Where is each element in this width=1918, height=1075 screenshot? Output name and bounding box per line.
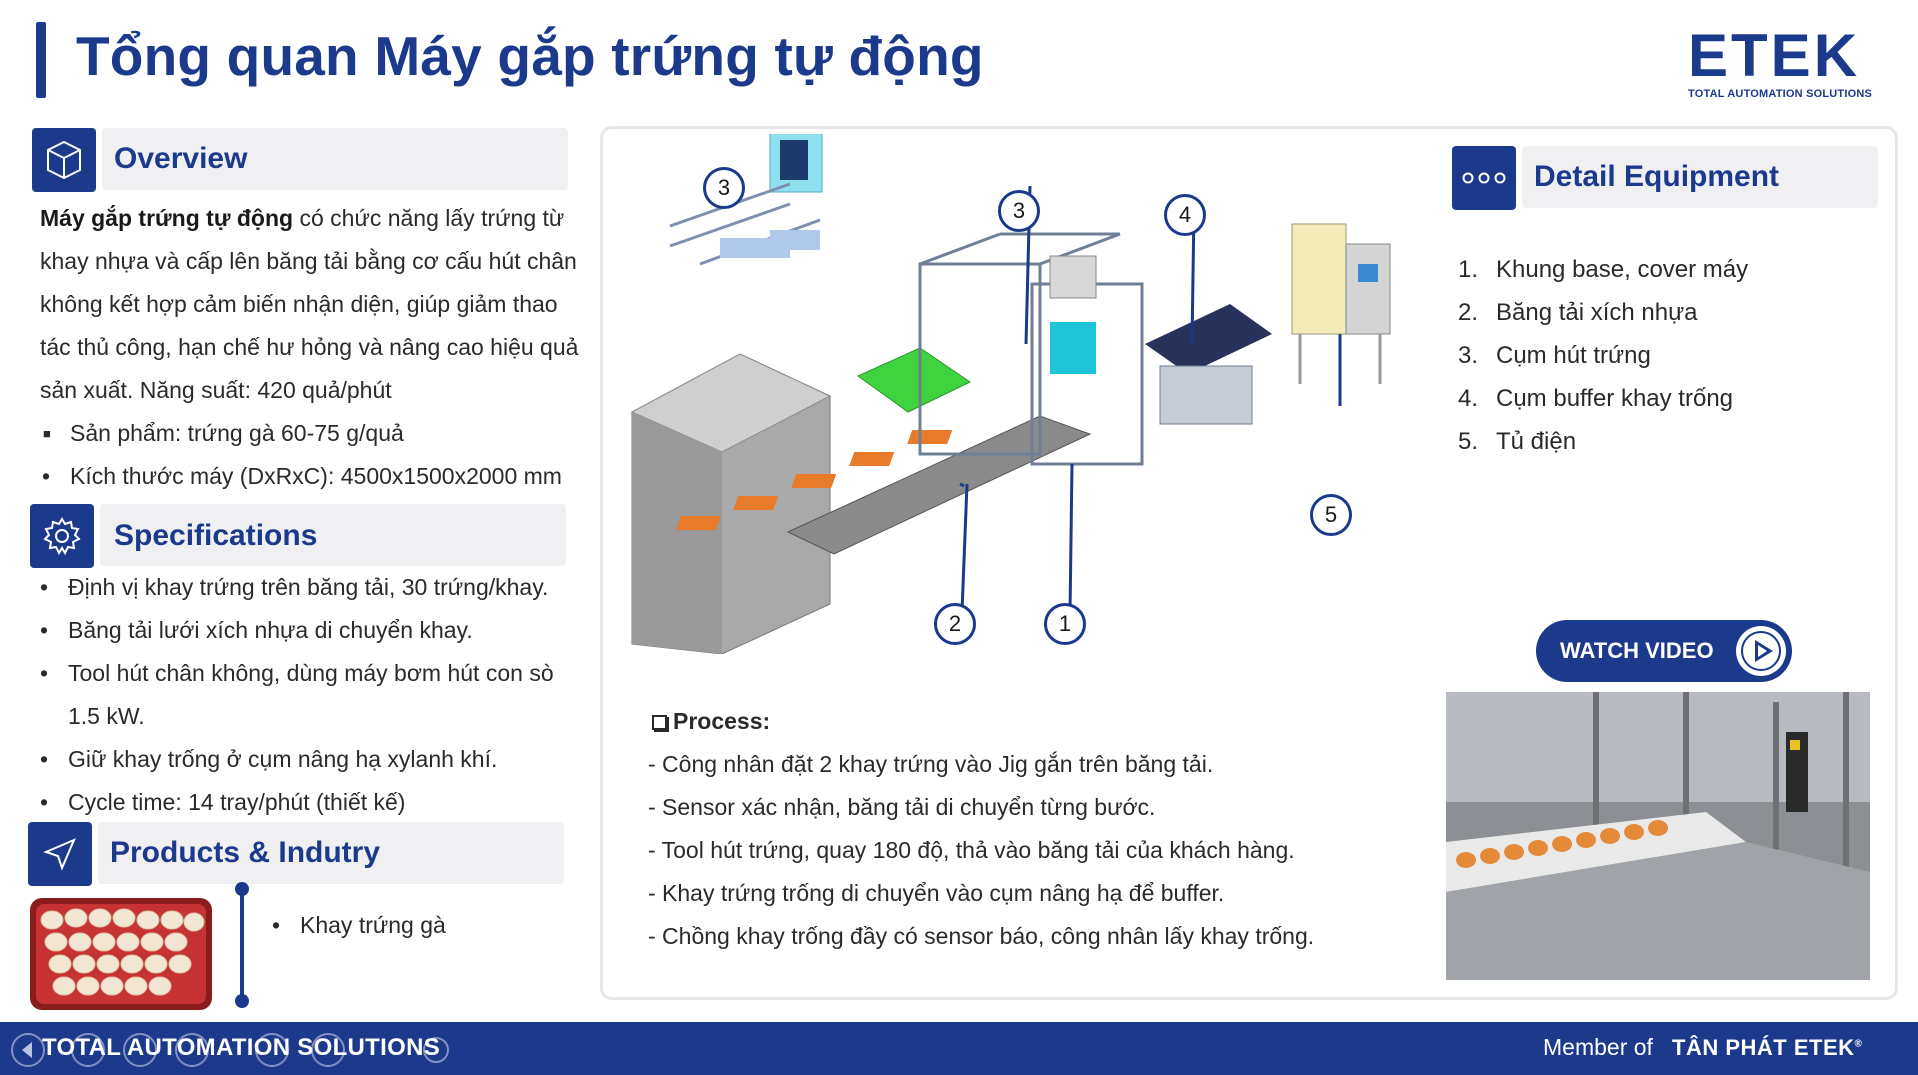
logo-wordmark: ETEK	[1688, 22, 1861, 89]
products-title: Products & Indutry	[110, 836, 381, 869]
products-header-bar	[98, 822, 564, 884]
gear-icon	[30, 504, 94, 568]
more-dots-icon	[1452, 146, 1516, 210]
callout-1: 1	[1044, 603, 1086, 645]
callout-2: 2	[934, 603, 976, 645]
detail-equipment-header-bar	[1522, 146, 1878, 208]
list-item: Giữ khay trống ở cụm nâng hạ xylanh khí.	[38, 738, 578, 781]
watch-video-label: WATCH VIDEO	[1560, 638, 1714, 663]
equipment-list: 1.Khung base, cover máy 2.Băng tải xích …	[1458, 248, 1748, 463]
process-title: Process:	[652, 708, 770, 735]
footer-bar: TOTAL AUTOMATION SOLUTIONS Member of TÂN…	[0, 1022, 1918, 1075]
watch-video-button[interactable]: WATCH VIDEO	[1536, 620, 1792, 682]
title-accent-bar	[36, 22, 46, 98]
machine-illustration	[630, 134, 1391, 654]
callout-4: 4	[1164, 194, 1206, 236]
logo-tagline: TOTAL AUTOMATION SOLUTIONS	[1688, 88, 1873, 100]
list-item: - Sensor xác nhận, băng tải di chuyển từ…	[648, 794, 1156, 820]
footer-slogan: TOTAL AUTOMATION SOLUTIONS	[42, 1034, 441, 1061]
page-title: Tổng quan Máy gắp trứng tự động	[76, 25, 984, 87]
list-item: 2.Băng tải xích nhựa	[1458, 299, 1698, 326]
overview-description: Máy gắp trứng tự động có chức năng lấy t…	[40, 197, 592, 412]
specifications-header-bar	[100, 504, 566, 566]
send-arrow-icon	[28, 822, 92, 886]
footer-member-label: Member of	[1543, 1034, 1653, 1060]
list-item: 5.Tủ điện	[1458, 428, 1577, 455]
overview-title: Overview	[114, 142, 248, 175]
timeline-line	[240, 888, 244, 1000]
list-item: Sản phẩm: trứng gà 60-75 g/quả	[40, 412, 562, 455]
list-item: - Khay trứng trống di chuyển vào cụm nân…	[648, 880, 1225, 906]
play-icon	[1736, 626, 1786, 676]
egg-tray-photo	[30, 898, 212, 1010]
list-item: Tool hút chân không, dùng máy bơm hút co…	[38, 652, 578, 738]
process-steps: - Công nhân đặt 2 khay trứng vào Jig gắn…	[648, 743, 1314, 958]
list-item: - Tool hút trứng, quay 180 độ, thả vào b…	[648, 837, 1295, 863]
overview-product-name: Máy gắp trứng tự động	[40, 205, 294, 231]
timeline-dot-bottom	[235, 994, 249, 1008]
list-item: Định vị khay trứng trên băng tải, 30 trứ…	[38, 566, 578, 609]
specifications-bullets: Định vị khay trứng trên băng tải, 30 trứ…	[38, 566, 578, 824]
list-item: Băng tải lưới xích nhựa di chuyển khay.	[38, 609, 578, 652]
list-item: 4.Cụm buffer khay trống	[1458, 385, 1734, 412]
detail-equipment-title: Detail Equipment	[1534, 160, 1780, 193]
etek-logo: ETEK TOTAL AUTOMATION SOLUTIONS	[1688, 22, 1874, 101]
checkbox-icon	[652, 715, 667, 730]
list-item: - Công nhân đặt 2 khay trứng vào Jig gắn…	[648, 751, 1214, 777]
products-list: Khay trứng gà	[270, 904, 446, 947]
callout-3-frame: 3	[998, 190, 1040, 232]
list-item: - Chồng khay trống đầy có sensor báo, cô…	[648, 923, 1315, 949]
footer-brand-logo: TÂN PHÁT ETEK®	[1672, 1035, 1863, 1060]
list-item: Cycle time: 14 tray/phút (thiết kế)	[38, 781, 578, 824]
list-item: Kích thước máy (DxRxC): 4500x1500x2000 m…	[40, 455, 562, 498]
list-item: 1.Khung base, cover máy	[1458, 256, 1749, 283]
video-thumbnail[interactable]	[1446, 692, 1870, 980]
callout-5: 5	[1310, 494, 1352, 536]
overview-bullets: Sản phẩm: trứng gà 60-75 g/quả Kích thướ…	[40, 412, 562, 498]
cube-icon	[32, 128, 96, 192]
callout-3-tool: 3	[703, 167, 745, 209]
specifications-title: Specifications	[114, 519, 318, 552]
overview-header-bar	[102, 128, 568, 190]
overview-description-text: có chức năng lấy trứng từ khay nhựa và c…	[40, 205, 579, 403]
list-item: Khay trứng gà	[270, 904, 446, 947]
footer-decoration	[10, 1032, 450, 1068]
list-item: 3.Cụm hút trứng	[1458, 342, 1651, 369]
